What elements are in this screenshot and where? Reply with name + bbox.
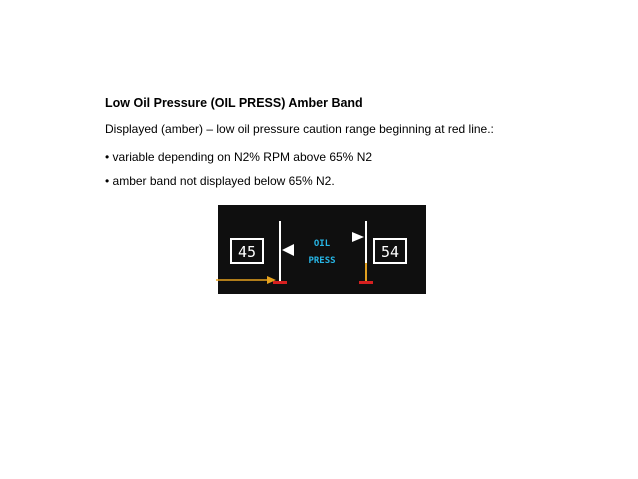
left-readout-box — [230, 238, 264, 264]
slide-title: Low Oil Pressure (OIL PRESS) Amber Band — [105, 96, 363, 110]
bullet-item: • amber band not displayed below 65% N2. — [105, 174, 335, 188]
left-readout-value: 45 — [238, 243, 256, 261]
right-readout-value: 54 — [381, 243, 399, 261]
press-label: PRESS — [308, 256, 335, 266]
right-redline — [359, 281, 373, 284]
oil-label: OIL — [314, 239, 331, 249]
arrow-icon — [216, 276, 276, 284]
right-readout-box — [373, 238, 407, 264]
description-text: Displayed (amber) – low oil pressure cau… — [105, 122, 494, 136]
oil-pressure-gauge-graphic: 45 OIL PRESS 54 — [230, 221, 407, 284]
bullet-item: • variable depending on N2% RPM above 65… — [105, 150, 373, 164]
left-redline — [273, 281, 287, 284]
oil-pressure-display: 45 OIL PRESS 54 — [218, 205, 426, 294]
right-pointer-icon — [352, 232, 364, 242]
left-pointer-icon — [282, 244, 294, 256]
